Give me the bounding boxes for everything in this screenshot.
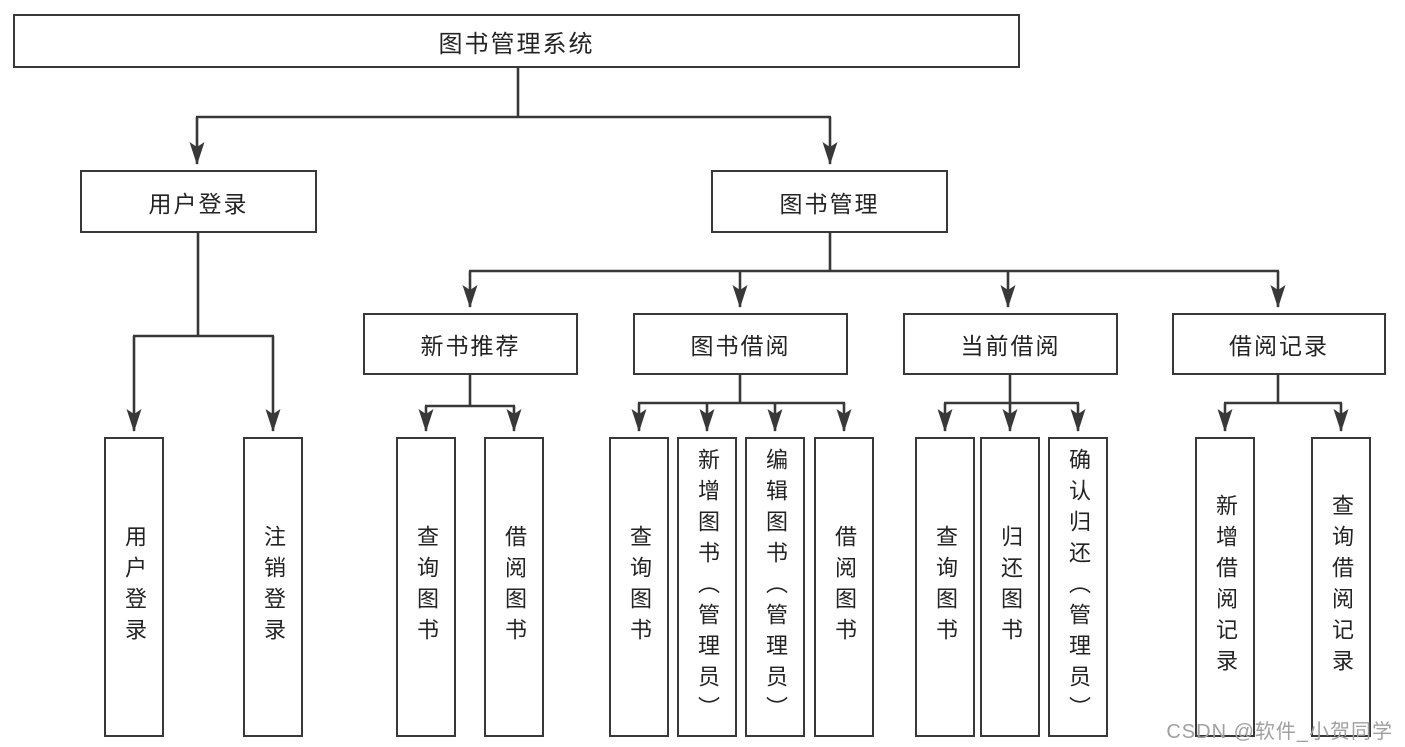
leaf-record-add: 新增借阅记录: [1195, 437, 1255, 737]
leaf-label: 新增图书（管理员）: [695, 447, 720, 727]
leaf-label: 归还图书: [998, 525, 1023, 649]
leaf-label: 查询图书: [414, 525, 439, 649]
leaf-borrow-add-book: 新增图书（管理员）: [677, 437, 737, 737]
leaf-current-return-book: 归还图书: [980, 437, 1040, 737]
leaf-label: 查询图书: [627, 525, 652, 649]
book-borrow-node: 图书借阅: [633, 313, 848, 375]
leaf-label: 借阅图书: [832, 525, 857, 649]
leaf-label: 确认归还（管理员）: [1066, 447, 1091, 727]
leaf-borrow-borrow-book: 借阅图书: [814, 437, 874, 737]
csdn-watermark: CSDN @软件_小贺同学: [1166, 721, 1393, 743]
root-node: 图书管理系统: [13, 14, 1020, 68]
leaf-recommend-query-book: 查询图书: [396, 437, 456, 737]
current-borrow-node: 当前借阅: [903, 313, 1118, 375]
leaf-label: 查询借阅记录: [1329, 494, 1354, 680]
new-book-recommend-node: 新书推荐: [363, 313, 578, 375]
leaf-current-confirm-return: 确认归还（管理员）: [1048, 437, 1108, 737]
leaf-recommend-borrow-book: 借阅图书: [484, 437, 544, 737]
borrow-record-node: 借阅记录: [1172, 313, 1386, 375]
leaf-record-query: 查询借阅记录: [1311, 437, 1371, 737]
leaf-user-login: 用户登录: [104, 437, 164, 737]
leaf-label: 查询图书: [933, 525, 958, 649]
leaf-logout: 注销登录: [243, 437, 303, 737]
leaf-label: 编辑图书（管理员）: [763, 447, 788, 727]
leaf-label: 注销登录: [261, 525, 286, 649]
leaf-label: 用户登录: [122, 525, 147, 649]
leaf-borrow-query-book: 查询图书: [609, 437, 669, 737]
book-management-node: 图书管理: [711, 170, 948, 233]
leaf-label: 借阅图书: [502, 525, 527, 649]
leaf-borrow-edit-book: 编辑图书（管理员）: [745, 437, 805, 737]
leaf-label: 新增借阅记录: [1213, 494, 1238, 680]
leaf-current-query-book: 查询图书: [915, 437, 975, 737]
user-login-node: 用户登录: [80, 170, 317, 233]
